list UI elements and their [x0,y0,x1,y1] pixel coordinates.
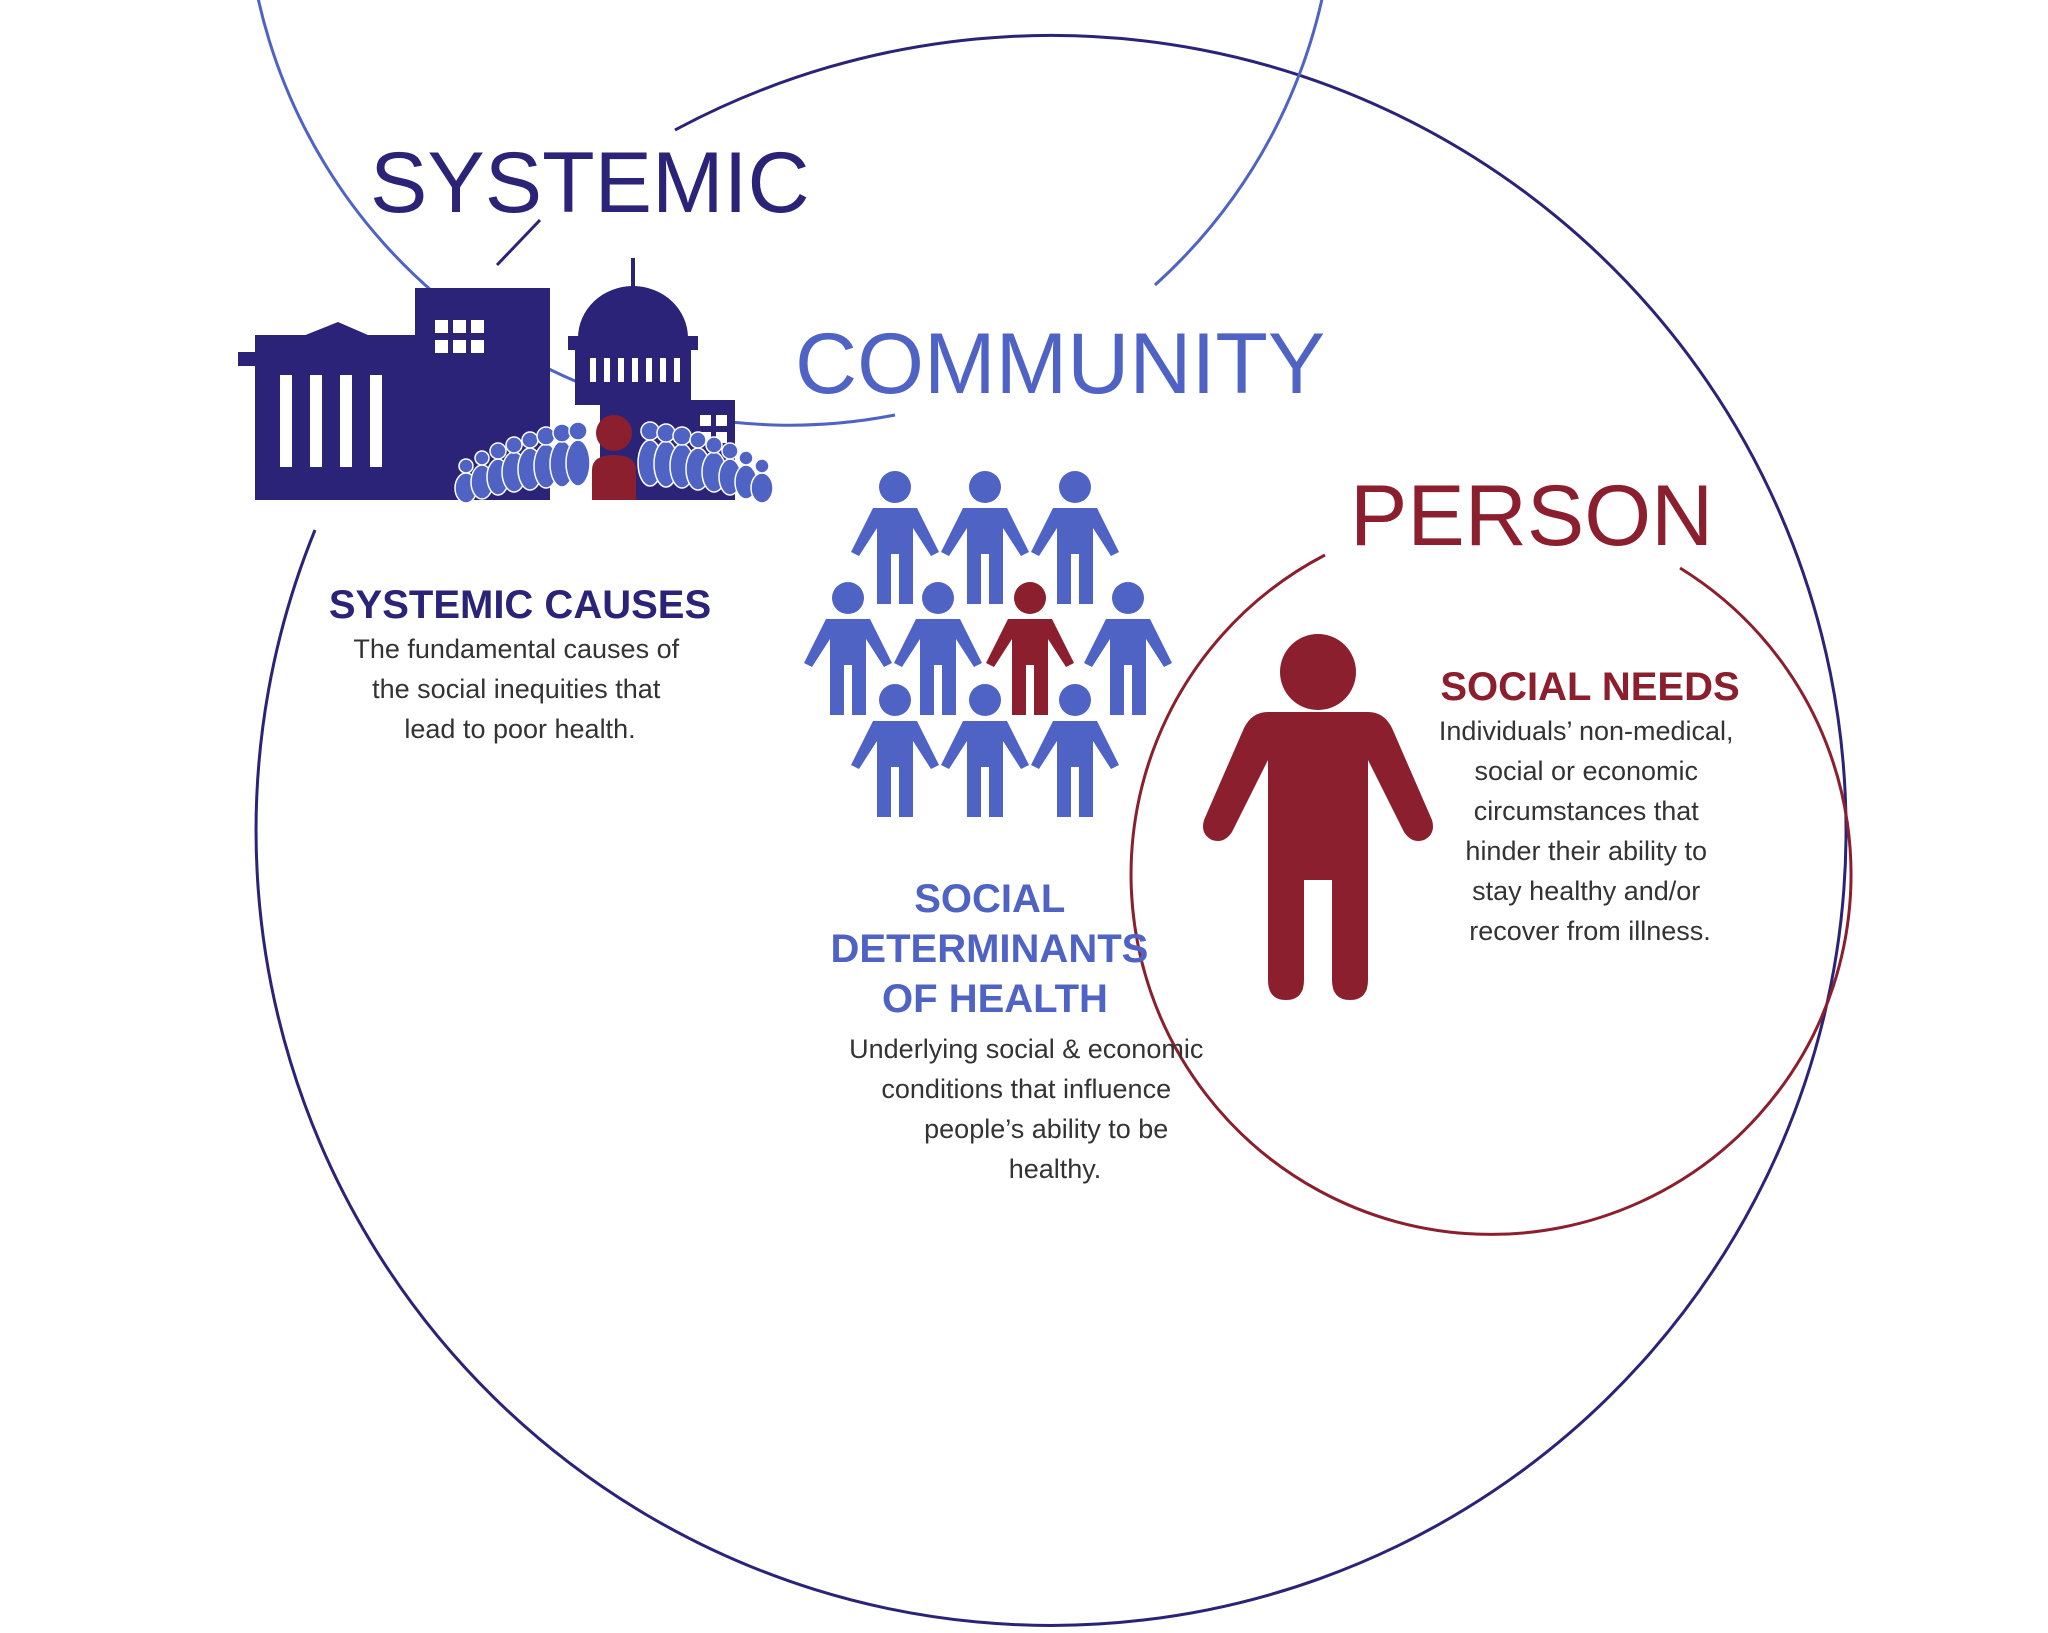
systemic-circle [254,33,1848,1627]
person-icon [1203,634,1433,1000]
community-description: Underlying social & economic conditions … [849,1034,1211,1184]
systemic-connector [495,218,542,267]
systemic-heading: SYSTEMIC CAUSES [329,583,711,627]
systemic-description: The fundamental causes of the social ine… [353,634,686,744]
systemic-label: SYSTEMIC [370,135,810,231]
person-circle [1129,553,1853,1236]
buildings-crowd-icon [238,258,774,504]
people-group-icon [804,471,1172,817]
person-description: Individuals’ non-medical, social or econ… [1439,716,1741,946]
person-heading: SOCIAL NEEDS [1440,665,1739,709]
community-circle [256,0,1324,427]
person-label: PERSON [1350,468,1713,564]
community-label: COMMUNITY [795,316,1325,412]
community-heading: SOCIAL DETERMINANTS OF HEALTH [831,877,1160,1021]
